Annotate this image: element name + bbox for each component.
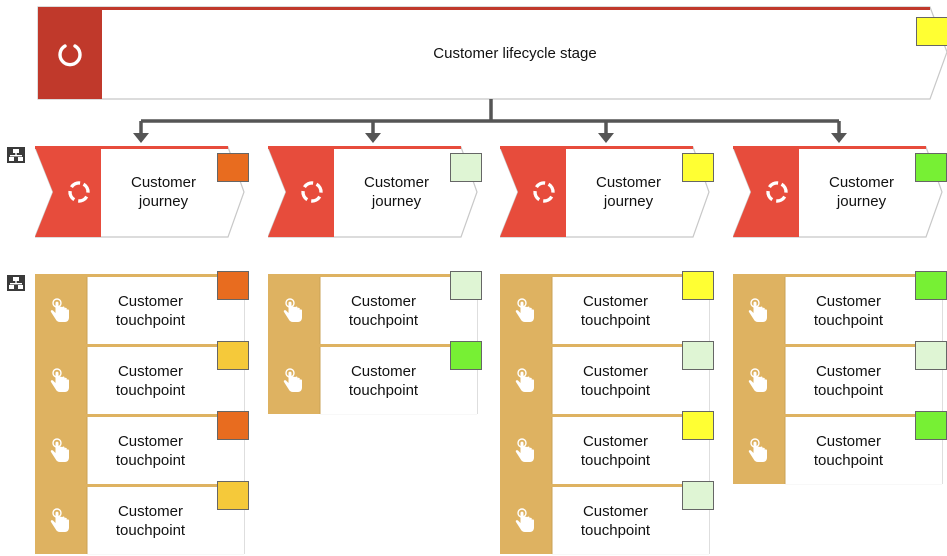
hand-pointer-icon <box>283 368 302 392</box>
touchpoint-row-shape <box>35 344 244 414</box>
journey-chevron-shape <box>268 146 478 238</box>
hand-pointer-icon <box>748 438 767 462</box>
hand-pointer-icon <box>748 298 767 322</box>
hand-pointer-icon <box>515 368 534 392</box>
journey-status-indicator <box>915 153 947 182</box>
touchpoint-status-indicator <box>217 411 249 440</box>
journey-chevron-shape <box>500 146 710 238</box>
hand-pointer-icon <box>50 508 69 532</box>
touchpoint-status-indicator <box>217 481 249 510</box>
cycle-dashed-icon <box>533 181 555 203</box>
touchpoint-status-indicator <box>217 341 249 370</box>
hierarchy-icon[interactable] <box>7 147 25 163</box>
touchpoint-status-indicator <box>450 271 482 300</box>
cycle-dashed-icon <box>68 181 90 203</box>
cycle-dashed-icon <box>766 181 788 203</box>
hand-pointer-icon <box>50 298 69 322</box>
cycle-dashed-icon <box>301 181 323 203</box>
lifecycle-stage-shape <box>37 6 947 100</box>
touchpoint-status-indicator <box>682 411 714 440</box>
lifecycle-stage-label: Customer lifecycle stage <box>433 44 597 62</box>
touchpoint-status-indicator <box>682 341 714 370</box>
touchpoint-status-indicator <box>682 271 714 300</box>
touchpoint-status-indicator <box>217 271 249 300</box>
cycle-icon <box>58 44 82 67</box>
touchpoint-row-shape <box>35 484 244 554</box>
stage-status-indicator <box>916 17 947 46</box>
hierarchy-icon[interactable] <box>7 275 25 291</box>
hand-pointer-icon <box>515 508 534 532</box>
hand-pointer-icon <box>515 438 534 462</box>
hand-pointer-icon <box>50 368 69 392</box>
hand-pointer-icon <box>50 438 69 462</box>
journey-status-indicator <box>217 153 249 182</box>
touchpoint-status-indicator <box>915 271 947 300</box>
journey-status-indicator <box>450 153 482 182</box>
journey-chevron-shape <box>733 146 943 238</box>
touchpoint-status-indicator <box>450 341 482 370</box>
hand-pointer-icon <box>748 368 767 392</box>
journey-chevron-shape <box>35 146 245 238</box>
touchpoint-status-indicator <box>682 481 714 510</box>
hand-pointer-icon <box>515 298 534 322</box>
lifecycle-stage-node[interactable]: Customer lifecycle stage <box>0 0 947 110</box>
touchpoint-status-indicator <box>915 411 947 440</box>
touchpoint-row-shape <box>35 274 244 344</box>
hand-pointer-icon <box>283 298 302 322</box>
journey-status-indicator <box>682 153 714 182</box>
touchpoint-status-indicator <box>915 341 947 370</box>
